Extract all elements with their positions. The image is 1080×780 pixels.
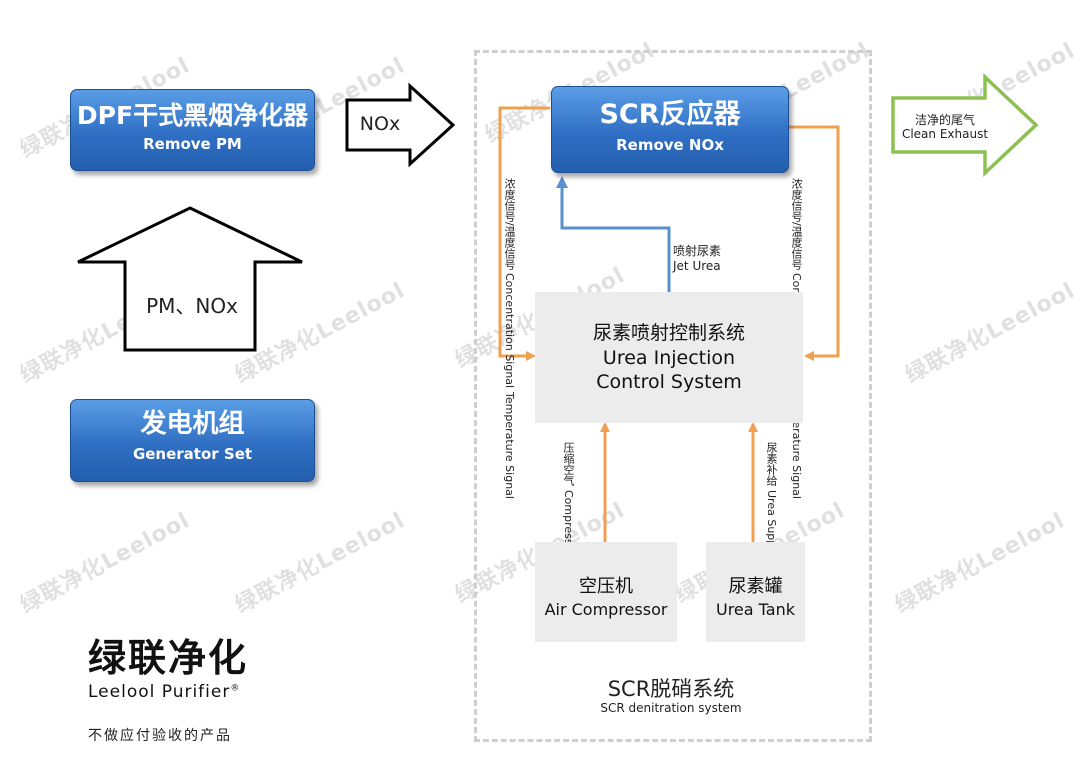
jet-urea-label: 喷射尿素 Jet Urea [673, 244, 721, 274]
nox-arrow [345, 82, 456, 168]
control-cn: 尿素喷射控制系统 [592, 322, 745, 344]
nox-arrow-label: NOx [359, 113, 401, 135]
urea-injection-control-box: 尿素喷射控制系统 Urea Injection Control System [535, 292, 803, 423]
scr-reactor-title: SCR反应器 [599, 99, 741, 130]
jet-urea-en: Jet Urea [673, 259, 721, 273]
registered-mark: ® [230, 683, 241, 694]
compressed-air-cn: 压缩空气 [562, 442, 575, 486]
tank-en: Urea Tank [715, 600, 795, 619]
control-en1: Urea Injection [602, 347, 736, 369]
clean-exhaust-cn: 洁净的尾气 [914, 113, 975, 127]
clean-exhaust-label: 洁净的尾气 Clean Exhaust [897, 113, 993, 141]
left-signal-arrow [498, 106, 550, 361]
left-signal-en2: Temperature Signal [503, 391, 516, 499]
urea-supply-cn: 尿素补给 [765, 442, 778, 486]
urea-supply-en: Urea Supply [765, 489, 778, 557]
compressor-cn: 空压机 [579, 576, 633, 597]
left-signal-label: 浓度信号/温度信号 Concentration Signal Temperatu… [503, 178, 516, 499]
generator-subtitle: Generator Set [132, 444, 253, 463]
jet-urea-cn: 喷射尿素 [673, 244, 722, 258]
brand-logo-en-row: Leelool Purifier® [88, 682, 268, 702]
urea-supply-label: 尿素补给 Urea Supply [765, 442, 778, 556]
up-arrow-label: PM、NOx [146, 294, 238, 318]
generator-box: 发电机组 Generator Set [70, 399, 315, 482]
air-compressor-box: 空压机 Air Compressor [535, 542, 677, 642]
right-signal-arrow [788, 125, 840, 361]
dpf-subtitle: Remove PM [143, 134, 242, 153]
dpf-purifier-box: DPF干式黑烟净化器 Remove PM [70, 89, 315, 171]
scr-system-subtitle: SCR denitration system [600, 701, 742, 715]
control-en2: Control System [596, 371, 742, 393]
tank-cn: 尿素罐 [728, 576, 783, 597]
dpf-title: DPF干式黑烟净化器 [76, 101, 309, 130]
left-signal-en1: Concentration Signal [503, 273, 516, 389]
scr-reactor-subtitle: Remove NOx [616, 136, 724, 155]
brand-logo: 绿联净化 Leelool Purifier® [88, 636, 268, 702]
brand-logo-cn: 绿联净化 [88, 636, 249, 680]
clean-exhaust-en: Clean Exhaust [901, 127, 989, 141]
scr-reactor-box: SCR反应器 Remove NOx [551, 86, 789, 173]
scr-system-title: SCR脱硝系统 [607, 677, 735, 701]
compressor-en: Air Compressor [544, 600, 668, 619]
right-signal-cn: 浓度信号/温度信号 [790, 178, 803, 270]
brand-logo-en: Leelool Purifier [88, 682, 231, 702]
jet-urea-arrow [556, 176, 671, 292]
brand-slogan: 不做应付验收的产品 [88, 728, 232, 744]
left-signal-cn: 浓度信号/温度信号 [503, 178, 516, 270]
up-arrow [77, 206, 303, 352]
generator-title: 发电机组 [140, 409, 245, 439]
urea-tank-box: 尿素罐 Urea Tank [706, 542, 805, 642]
clean-exhaust-arrow [891, 72, 1039, 178]
scr-system-boundary [474, 50, 872, 742]
